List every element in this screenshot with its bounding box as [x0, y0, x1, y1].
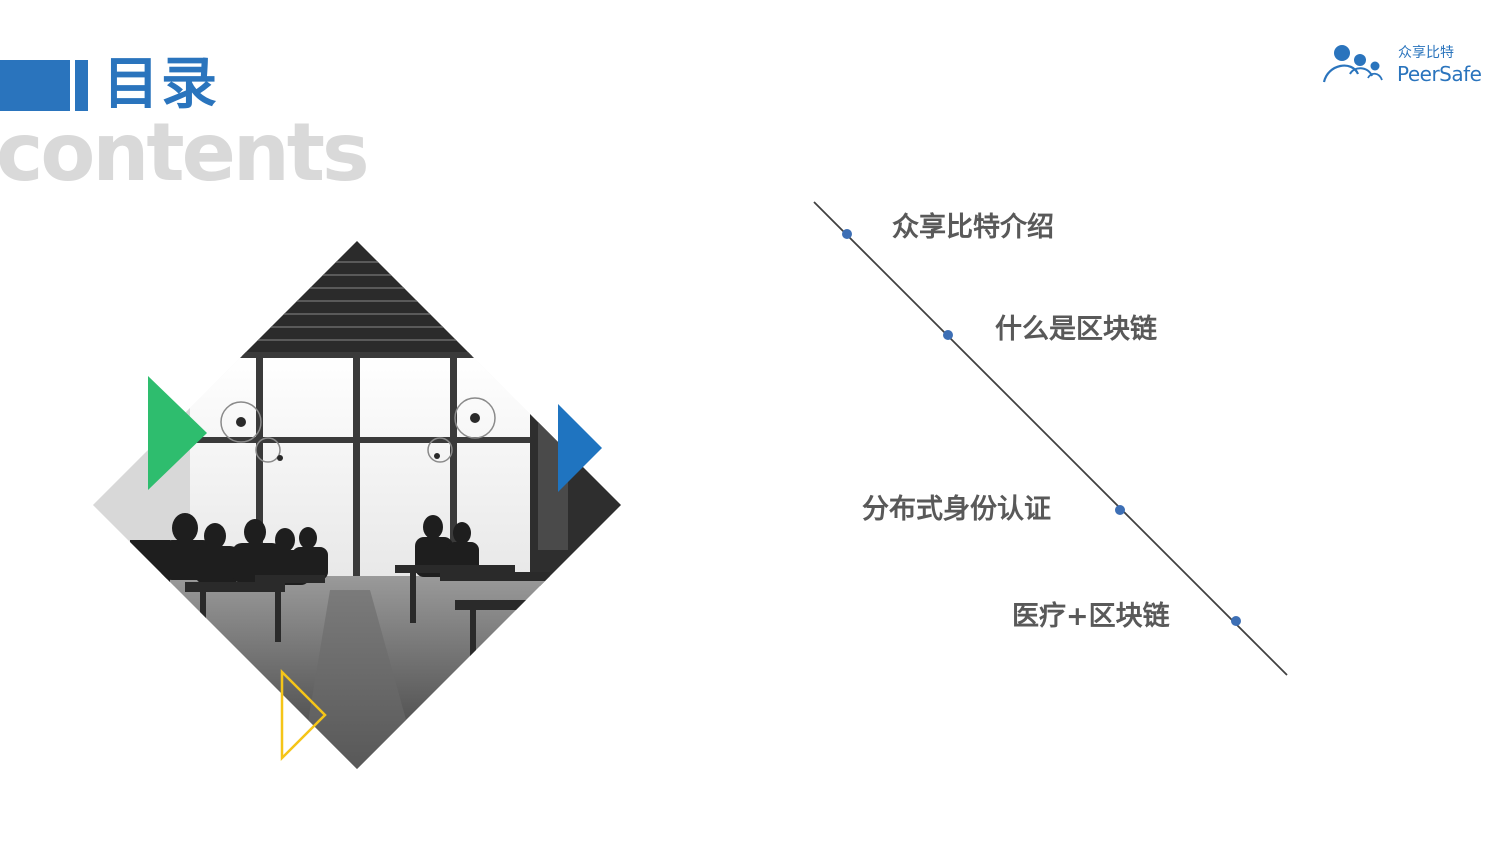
timeline-dot-4 — [1231, 616, 1241, 626]
menu-item-healthcare-blockchain[interactable]: 医疗+区块链 — [1012, 601, 1170, 632]
page-title: 目录 — [103, 52, 219, 117]
yellow-triangle-outline-icon — [280, 668, 327, 762]
title-accent-bar — [0, 60, 70, 111]
people-group-icon — [1322, 45, 1383, 83]
menu-item-distributed-identity[interactable]: 分布式身份认证 — [862, 494, 1051, 525]
cafe-photo — [93, 241, 621, 769]
timeline-dot-2 — [943, 330, 953, 340]
menu-item-peersafe-intro[interactable]: 众享比特介绍 — [892, 212, 1054, 243]
blue-triangle-icon — [558, 404, 602, 492]
title-accent-bar-thin — [75, 60, 88, 111]
green-triangle-icon — [148, 376, 207, 490]
timeline-line — [813, 201, 1288, 676]
menu-item-what-is-blockchain[interactable]: 什么是区块链 — [995, 314, 1157, 345]
timeline-dot-1 — [842, 229, 852, 239]
logo-name-cn: 众享比特 — [1398, 45, 1454, 61]
peersafe-logo: 众享比特 PeerSafe — [1322, 40, 1492, 90]
logo-name-en: PeerSafe — [1397, 62, 1482, 86]
page-subtitle: contents — [0, 106, 370, 199]
timeline-dot-3 — [1115, 505, 1125, 515]
